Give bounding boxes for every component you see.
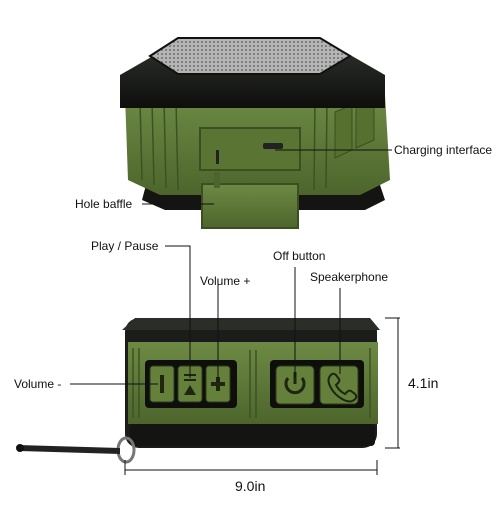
dimension-height: 4.1in [408, 375, 439, 391]
volume-plus-icon [211, 377, 225, 391]
label-speakerphone: Speakerphone [310, 270, 389, 284]
speakerphone-button[interactable] [319, 365, 359, 405]
speaker-angled-view [120, 37, 390, 229]
leader-lines-top [142, 149, 392, 205]
label-play-pause: Play / Pause [91, 239, 159, 253]
label-charging-interface: Charging interface [394, 143, 493, 157]
label-off-button: Off button [273, 249, 326, 263]
dimension-lines [124, 317, 400, 475]
dimension-width: 9.0in [235, 478, 266, 494]
carabiner [116, 436, 136, 464]
phone-icon [327, 372, 358, 403]
speaker-front-view [16, 318, 380, 464]
leader-lines-bottom [70, 245, 341, 385]
label-hole-baffle: Hole baffle [75, 197, 133, 211]
label-volume-plus: Volume + [200, 274, 251, 288]
off-button[interactable] [275, 365, 315, 405]
label-volume-minus: Volume - [14, 377, 62, 391]
strap [18, 445, 120, 454]
volume-minus-icon [160, 375, 164, 393]
